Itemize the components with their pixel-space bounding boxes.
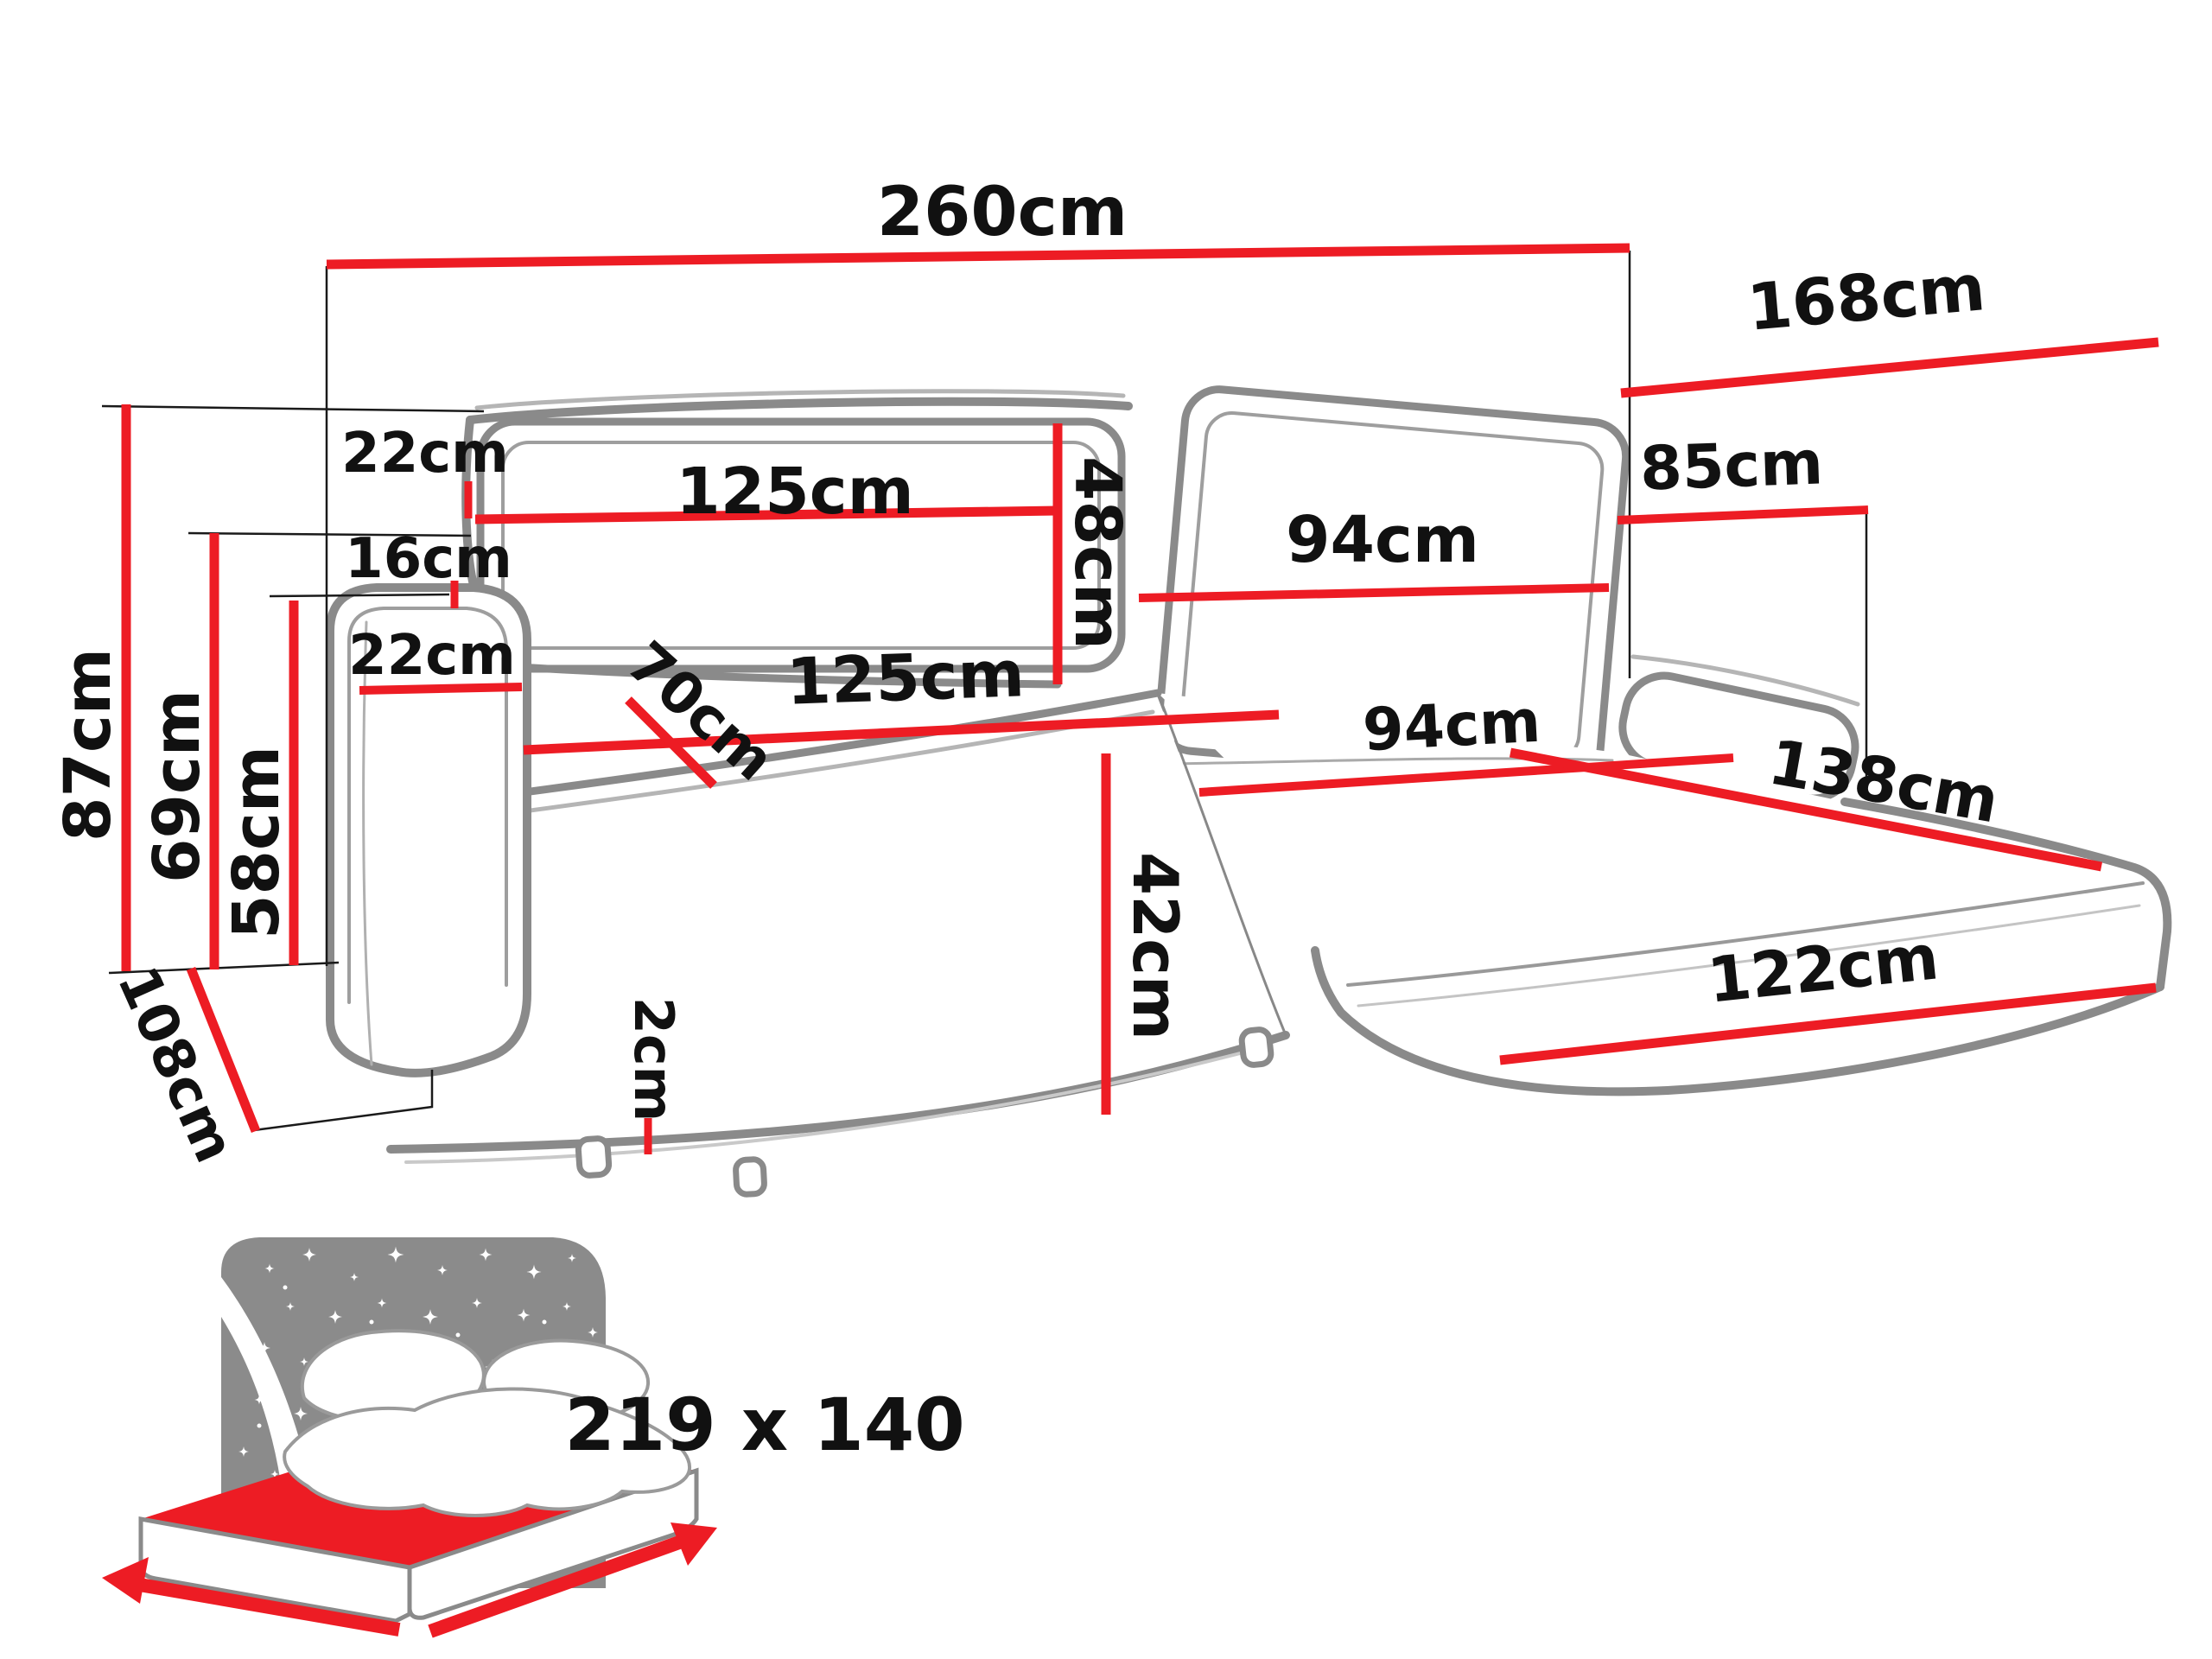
dim-line-chaise-back-height bbox=[1617, 505, 1869, 524]
dim-line-right-cushion-width bbox=[1138, 583, 1610, 602]
dim-chaise-length-label: 168cm bbox=[1745, 251, 1988, 346]
dim-line-armrest-width bbox=[359, 683, 523, 695]
chaise-far-edge bbox=[1840, 798, 2172, 991]
back-top-echo-line bbox=[474, 389, 1126, 410]
dim-line-seat-depth bbox=[625, 696, 717, 789]
dim-back-cushion-width-label: 125cm bbox=[676, 454, 913, 529]
extension-lines bbox=[101, 251, 1868, 1132]
chaise-body-fill bbox=[1158, 693, 2169, 1095]
dim-total-width-label: 260cm bbox=[877, 174, 1128, 251]
duvet bbox=[283, 1387, 692, 1517]
dim-seat-front-height-label: 42cm bbox=[1119, 852, 1192, 1040]
dim-line-total-width bbox=[326, 243, 1630, 270]
sleeping-area-size-label: 219 x 140 bbox=[564, 1382, 964, 1467]
arrow-width-head bbox=[102, 1557, 149, 1604]
dim-line-chaise-seat-width bbox=[1198, 753, 1734, 797]
sofa-bottom-shadow bbox=[404, 1046, 1265, 1164]
size-arrows bbox=[102, 1522, 717, 1638]
dim-seat-width-label: 125cm bbox=[785, 637, 1026, 720]
dim-back-cushion-height-label: 48cm bbox=[1060, 456, 1135, 650]
sofa-leg bbox=[1238, 1027, 1274, 1068]
armrest-left-seam bbox=[347, 607, 508, 1004]
dim-cushion-thickness-label: 22cm bbox=[341, 422, 509, 486]
chaise-bottom-edge bbox=[1311, 946, 2164, 1096]
chaise-back-echo bbox=[1630, 654, 1860, 707]
dim-chaise-seat-width-label: 94cm bbox=[1361, 688, 1542, 766]
dim-armrest-width-label: 22cm bbox=[348, 624, 516, 688]
sofa-leg bbox=[733, 1156, 767, 1198]
back-top-edge bbox=[466, 397, 1133, 424]
arrow-length-head bbox=[671, 1522, 717, 1566]
dim-leg-height-label: 2cm bbox=[622, 997, 685, 1122]
sofa-bottom-edge bbox=[386, 1031, 1290, 1154]
front-body-fill bbox=[372, 691, 1287, 1151]
arrow-length bbox=[428, 1531, 694, 1638]
mattress-side-right bbox=[407, 1467, 699, 1620]
sofa-leg bbox=[575, 1135, 613, 1179]
section-seam bbox=[1156, 691, 1287, 1037]
back-cushion-left bbox=[476, 417, 1126, 673]
ext-total-height bbox=[101, 404, 485, 413]
dim-line-chaise-diagonal bbox=[1509, 747, 2103, 872]
dim-back-height-label: 69cm bbox=[140, 690, 214, 883]
dim-armrest-height-label: 58cm bbox=[219, 746, 294, 939]
back-cushion-left-seam bbox=[501, 441, 1101, 650]
dim-gap-back-label: 16cm bbox=[345, 527, 512, 591]
ext-floor bbox=[108, 961, 340, 975]
sleeping-area-icon: 219 x 140 bbox=[102, 1237, 965, 1638]
dim-chaise-back-height-label: 85cm bbox=[1639, 427, 1825, 504]
dim-line-chaise-front-length bbox=[1499, 982, 2157, 1065]
arrow-width bbox=[128, 1576, 401, 1637]
armrest-left bbox=[326, 583, 531, 1077]
dim-total-height-label: 87cm bbox=[51, 648, 125, 842]
dim-right-cushion-width-label: 94cm bbox=[1286, 503, 1479, 577]
dim-line-depth bbox=[186, 966, 261, 1134]
ext-back-height bbox=[188, 531, 472, 537]
chaise-front-top-line bbox=[1346, 881, 2145, 987]
back-cushion-left-bottom bbox=[514, 663, 1062, 689]
ext-armrest-height bbox=[269, 593, 450, 598]
chaise-front-shadow-line bbox=[1357, 904, 2141, 1007]
dim-line-chaise-length bbox=[1620, 337, 2159, 398]
dim-line-seat-width bbox=[523, 709, 1280, 755]
ext-depth bbox=[253, 1070, 434, 1132]
dim-line-back-cushion-width bbox=[474, 505, 1058, 524]
dimension-lines bbox=[121, 243, 2159, 1154]
